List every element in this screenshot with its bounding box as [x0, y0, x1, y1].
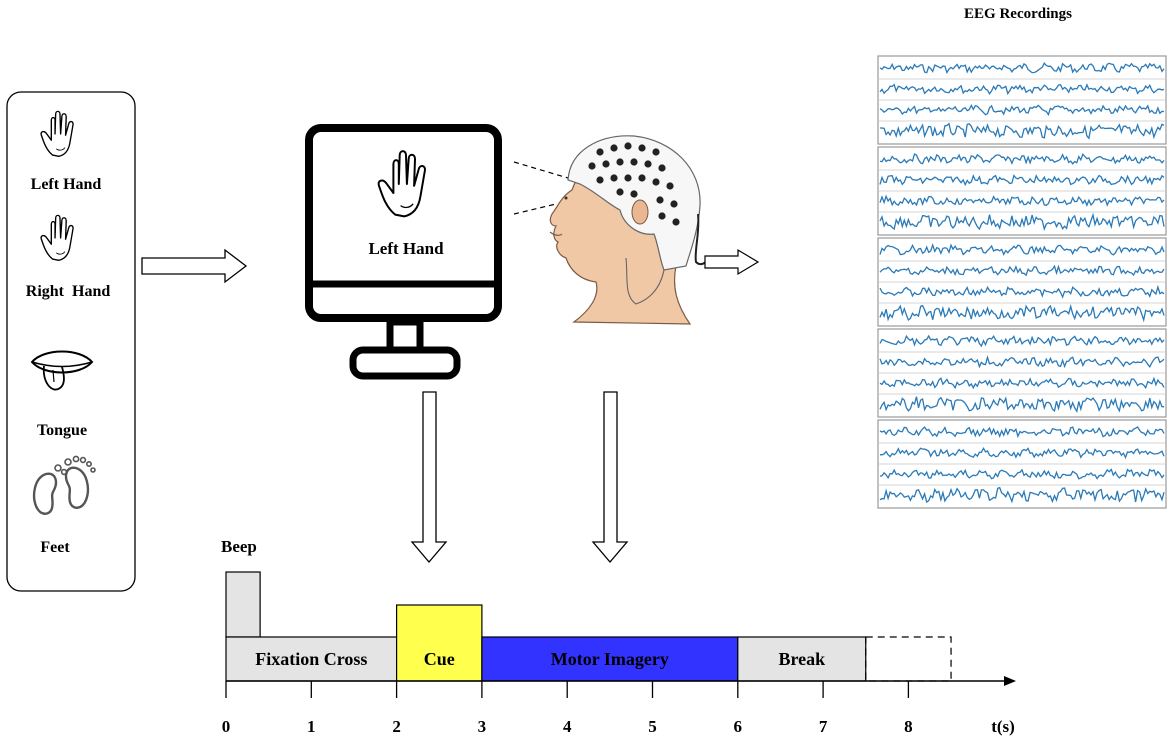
tongue-icon: [30, 350, 94, 391]
monitor-label: Left Hand: [368, 239, 444, 258]
eeg-trace: [879, 212, 1165, 231]
tick-label: 0: [222, 717, 231, 736]
segment-label: Motor Imagery: [551, 649, 669, 669]
eeg-trace: [879, 152, 1165, 165]
monitor: [305, 124, 502, 380]
eeg-trace: [879, 468, 1165, 480]
eeg-recordings-panel: [877, 55, 1167, 509]
eeg-trace: [880, 122, 1165, 140]
eeg-trace: [879, 486, 1165, 504]
trailing-box: [865, 636, 952, 682]
eeg-trace: [879, 376, 1165, 390]
eeg-trace: [879, 334, 1165, 348]
class-label-feet: Feet: [40, 539, 70, 556]
arrow-monitor-to-cue: [410, 391, 448, 564]
eeg-trace: [879, 354, 1165, 369]
class-label-left-hand: Left Hand: [31, 176, 102, 193]
segment-break: [737, 636, 867, 682]
arrow-to-monitor: [141, 248, 248, 284]
tick-label: 1: [307, 717, 316, 736]
eeg-trace: [879, 303, 1165, 323]
feet-icon: [32, 455, 96, 515]
eeg-trace: [879, 104, 1165, 117]
tick-label: 7: [819, 717, 828, 736]
class-label-right-hand: Right Hand: [26, 283, 111, 300]
eeg-trace: [879, 83, 1165, 96]
tick-label: 8: [904, 717, 913, 736]
beep-box: [225, 571, 261, 638]
eeg-trace: [879, 243, 1165, 256]
segment-label: Break: [778, 649, 825, 669]
eeg-trace: [879, 174, 1165, 187]
recordings-title: EEG Recordings: [964, 6, 1072, 22]
trial-timeline: Fixation Cross Cue Motor Imagery Break 0 1 2 3 4…: [222, 571, 1016, 736]
tick-label: 4: [563, 717, 572, 736]
eeg-trace: [879, 426, 1165, 439]
subject-head-icon: [513, 135, 709, 325]
tick-label: 6: [734, 717, 743, 736]
class-label-tongue: Tongue: [37, 422, 87, 439]
tick-label: 5: [648, 717, 657, 736]
eeg-trace: [879, 264, 1165, 277]
class-panel: [6, 91, 136, 592]
beep-label: Beep: [221, 537, 257, 556]
segment-cue: [396, 604, 483, 682]
segment-label: Fixation Cross: [255, 649, 367, 669]
segment-label: Cue: [424, 649, 455, 669]
arrow-to-recordings: [704, 248, 760, 276]
eeg-trace: [879, 194, 1165, 208]
eeg-trace: [879, 62, 1165, 75]
tick-label: 3: [478, 717, 487, 736]
tick-label: 2: [392, 717, 401, 736]
axis-label: t(s): [991, 717, 1015, 736]
eeg-trace: [879, 446, 1165, 460]
eeg-trace: [879, 396, 1164, 413]
axis-arrowhead: [1004, 676, 1016, 686]
arrow-subject-to-motor-imagery: [591, 391, 629, 564]
eeg-trace: [879, 284, 1165, 299]
